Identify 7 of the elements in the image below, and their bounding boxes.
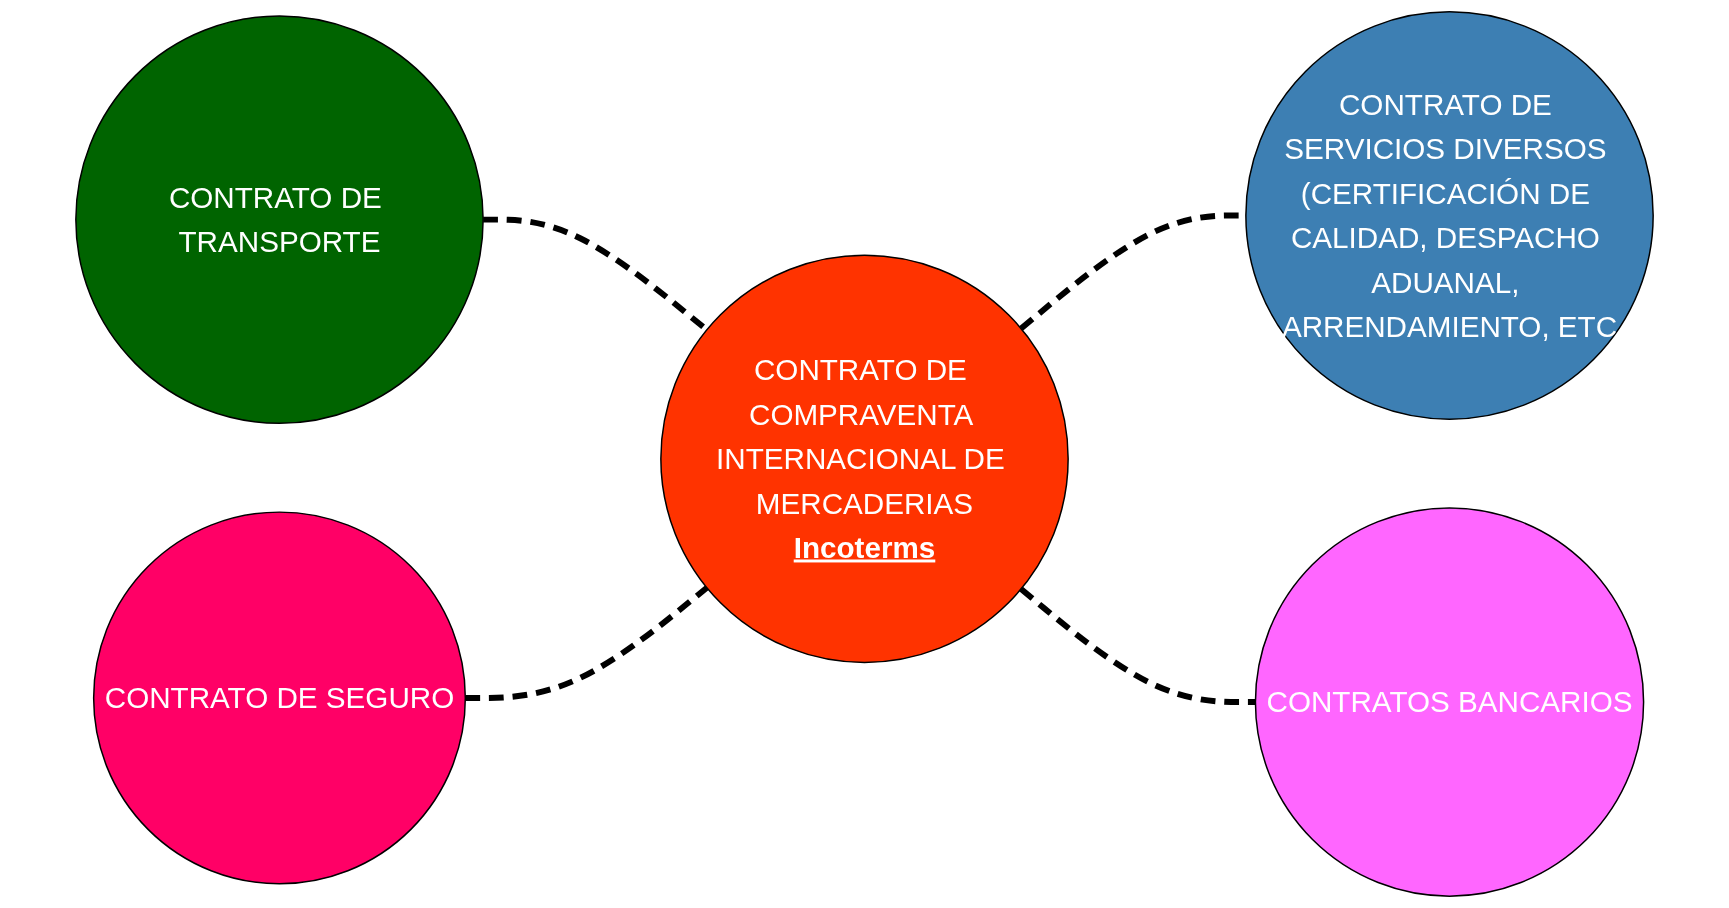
node-circle: CONTRATO DE SERVICIOS DIVERSOS (CERTIFICACIÓN DE CALIDAD, DESPACHO ADUANAL, ARRENDAMIENTO, ETC bbox=[1245, 11, 1654, 420]
node-circle: CONTRATOS BANCARIOS bbox=[1254, 507, 1645, 897]
connector bbox=[465, 585, 709, 701]
node-circle: CONTRATO DE SEGURO bbox=[92, 511, 467, 885]
node-circle: CONTRATO DE COMPRAVENTA INTERNACIONAL DE MERCADERIAS Incoterms bbox=[660, 254, 1069, 664]
connector bbox=[1019, 586, 1256, 706]
node-circle: CONTRATO DE TRANSPORTE bbox=[75, 15, 484, 424]
